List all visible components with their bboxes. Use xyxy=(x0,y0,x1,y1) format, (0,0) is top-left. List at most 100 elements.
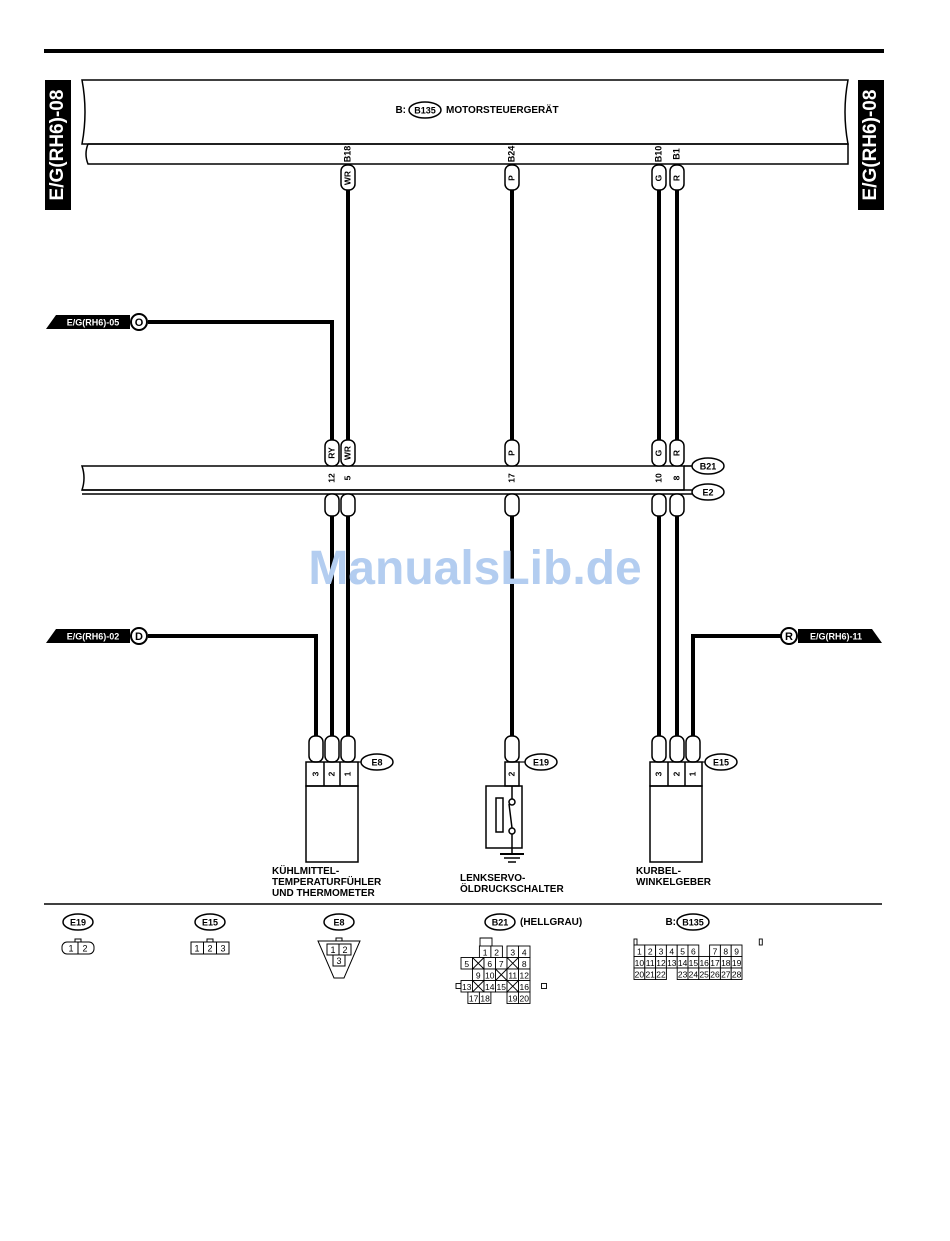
b135-cell-25-num: 25 xyxy=(699,969,709,979)
side-tab-left[interactable]: E/G(RH6)-08 xyxy=(45,80,71,210)
legend-e8-badge[interactable] xyxy=(323,913,355,931)
b135-cell-17-num: 17 xyxy=(710,958,720,968)
b135-cell-13-num: 13 xyxy=(667,958,677,968)
legend-e19-pin-2: 2 xyxy=(82,944,87,954)
b135-cell-10-num: 10 xyxy=(635,958,645,968)
b135-cell-7-num: 7 xyxy=(713,946,718,956)
legend-e19-pin-1: 1 xyxy=(68,944,73,954)
wire-tag-g-junction: G xyxy=(653,449,663,456)
ref-02-letter: D xyxy=(135,631,143,643)
ref-05-letter: O xyxy=(135,317,144,329)
wire-tags-top xyxy=(340,164,685,191)
junction-badge-b21-text: B21 xyxy=(700,462,717,472)
junction-pin-17: 17 xyxy=(506,473,516,483)
ref-02-label: E/G(RH6)-02 xyxy=(67,632,120,642)
side-tab-right-label: E/G(RH6)-08 xyxy=(860,90,881,201)
b21-cell-18-num: 18 xyxy=(480,993,490,1003)
e15-badge[interactable] xyxy=(704,753,738,771)
ecm-connector-badge[interactable] xyxy=(408,101,442,119)
legend-e19-badge[interactable] xyxy=(62,913,94,931)
b135-cell-2-num: 2 xyxy=(648,946,653,956)
e15-connector[interactable] xyxy=(649,761,703,863)
ecm-pin-b18: B18 xyxy=(342,146,352,163)
legend-e8-pin-3: 3 xyxy=(336,956,341,966)
wire-shield-e15 xyxy=(691,634,782,736)
wire-tag-r-junction: R xyxy=(671,450,681,456)
legend-b21-badge[interactable] xyxy=(484,913,516,931)
b21-cell-20-num: 20 xyxy=(520,993,530,1003)
b135-cell-24-num: 24 xyxy=(689,969,699,979)
wire-tag-wr-top: WR xyxy=(342,171,352,185)
ref-e-g-rh6-11[interactable] xyxy=(780,627,882,645)
wire-tag-p-junction: P xyxy=(506,450,516,456)
b135-cell-6-num: 6 xyxy=(691,946,696,956)
b135-cell-1-num: 1 xyxy=(637,946,642,956)
legend-e19-badge-text: E19 xyxy=(70,918,86,928)
e8-badge[interactable] xyxy=(360,753,394,771)
wire-tag-r-top: R xyxy=(671,175,681,181)
b135-cell-23-num: 23 xyxy=(678,969,688,979)
b135-cell-9-num: 9 xyxy=(734,946,739,956)
b21-cell-20 xyxy=(518,991,531,1004)
b21-cell-9-num: 9 xyxy=(476,970,481,980)
b135-cell-12-num: 12 xyxy=(656,958,666,968)
wire-tags-junction xyxy=(324,439,685,467)
e15-pin-3: 3 xyxy=(653,771,663,776)
ref-e-g-rh6-05[interactable] xyxy=(46,313,148,331)
legend-e8-pin-2: 2 xyxy=(342,945,347,955)
b21-cell-2-num: 2 xyxy=(494,947,499,957)
legend-e15-badge[interactable] xyxy=(194,913,226,931)
junction-pin-10: 10 xyxy=(653,473,663,483)
top-rule xyxy=(44,49,884,53)
b21-cell-19-num: 19 xyxy=(508,993,518,1003)
b21-cell-15-num: 15 xyxy=(497,982,507,992)
b135-cell-20-num: 20 xyxy=(635,969,645,979)
e8-pin-1: 1 xyxy=(342,771,352,776)
b21-cell-14-num: 14 xyxy=(485,982,495,992)
wires xyxy=(148,190,782,736)
wire-ry-upper xyxy=(148,320,334,440)
e19-label-line2: ÖLDRUCKSCHALTER xyxy=(460,882,564,895)
legend-b135-badge[interactable] xyxy=(676,913,710,931)
e8-terminals xyxy=(308,735,356,763)
b135-cell-15-num: 15 xyxy=(689,958,699,968)
e8-connector[interactable] xyxy=(305,761,359,863)
junction-lower-terminals xyxy=(324,493,685,517)
ref-05-label: E/G(RH6)-05 xyxy=(67,318,120,328)
e19-badge[interactable] xyxy=(524,753,558,771)
legend-e8-face xyxy=(317,937,361,979)
b21-cell-16-num: 16 xyxy=(520,982,530,992)
b135-cell-27-num: 27 xyxy=(721,969,731,979)
b21-cell-4-num: 4 xyxy=(522,947,527,957)
ecm-connector-id: B135 xyxy=(414,106,436,116)
legend-e15-pin-3: 3 xyxy=(220,944,225,954)
b135-cell-28-num: 28 xyxy=(732,969,742,979)
b135-cell-22-num: 22 xyxy=(656,969,666,979)
e19-label-line1: LENKSERVO- xyxy=(460,873,525,884)
b21-cell-7-num: 7 xyxy=(499,959,504,969)
b135-cell-19-num: 19 xyxy=(732,958,742,968)
e19-pressure-switch xyxy=(485,785,524,863)
ref-11-label: E/G(RH6)-11 xyxy=(810,632,862,642)
junction-pin-8: 8 xyxy=(671,475,681,480)
junction-badge-e2[interactable] xyxy=(691,483,725,501)
watermark: ManualsLib.de xyxy=(308,542,641,595)
ref-e-g-rh6-02[interactable] xyxy=(46,627,148,645)
side-tab-right[interactable]: E/G(RH6)-08 xyxy=(858,80,884,210)
junction-badge-b21[interactable] xyxy=(691,457,725,475)
b21-cell-5-num: 5 xyxy=(464,959,469,969)
b21-cell-12-num: 12 xyxy=(520,970,530,980)
legend-e8-pin-1: 1 xyxy=(330,945,335,955)
wire-tag-p-top: P xyxy=(506,175,516,181)
b21-cell-11-num: 11 xyxy=(508,970,517,980)
side-tab-left-label: E/G(RH6)-08 xyxy=(47,90,68,201)
e8-badge-text: E8 xyxy=(371,758,382,768)
junction-pin-5: 5 xyxy=(342,475,352,480)
b21-cell-6-num: 6 xyxy=(487,959,492,969)
ecm-pin-b24: B24 xyxy=(506,146,516,163)
b21-cell-3-num: 3 xyxy=(510,947,515,957)
b135-cell-16-num: 16 xyxy=(699,958,709,968)
wire-tag-g-top: G xyxy=(653,174,663,181)
e8-label-line3: UND THERMOMETER xyxy=(272,888,376,899)
